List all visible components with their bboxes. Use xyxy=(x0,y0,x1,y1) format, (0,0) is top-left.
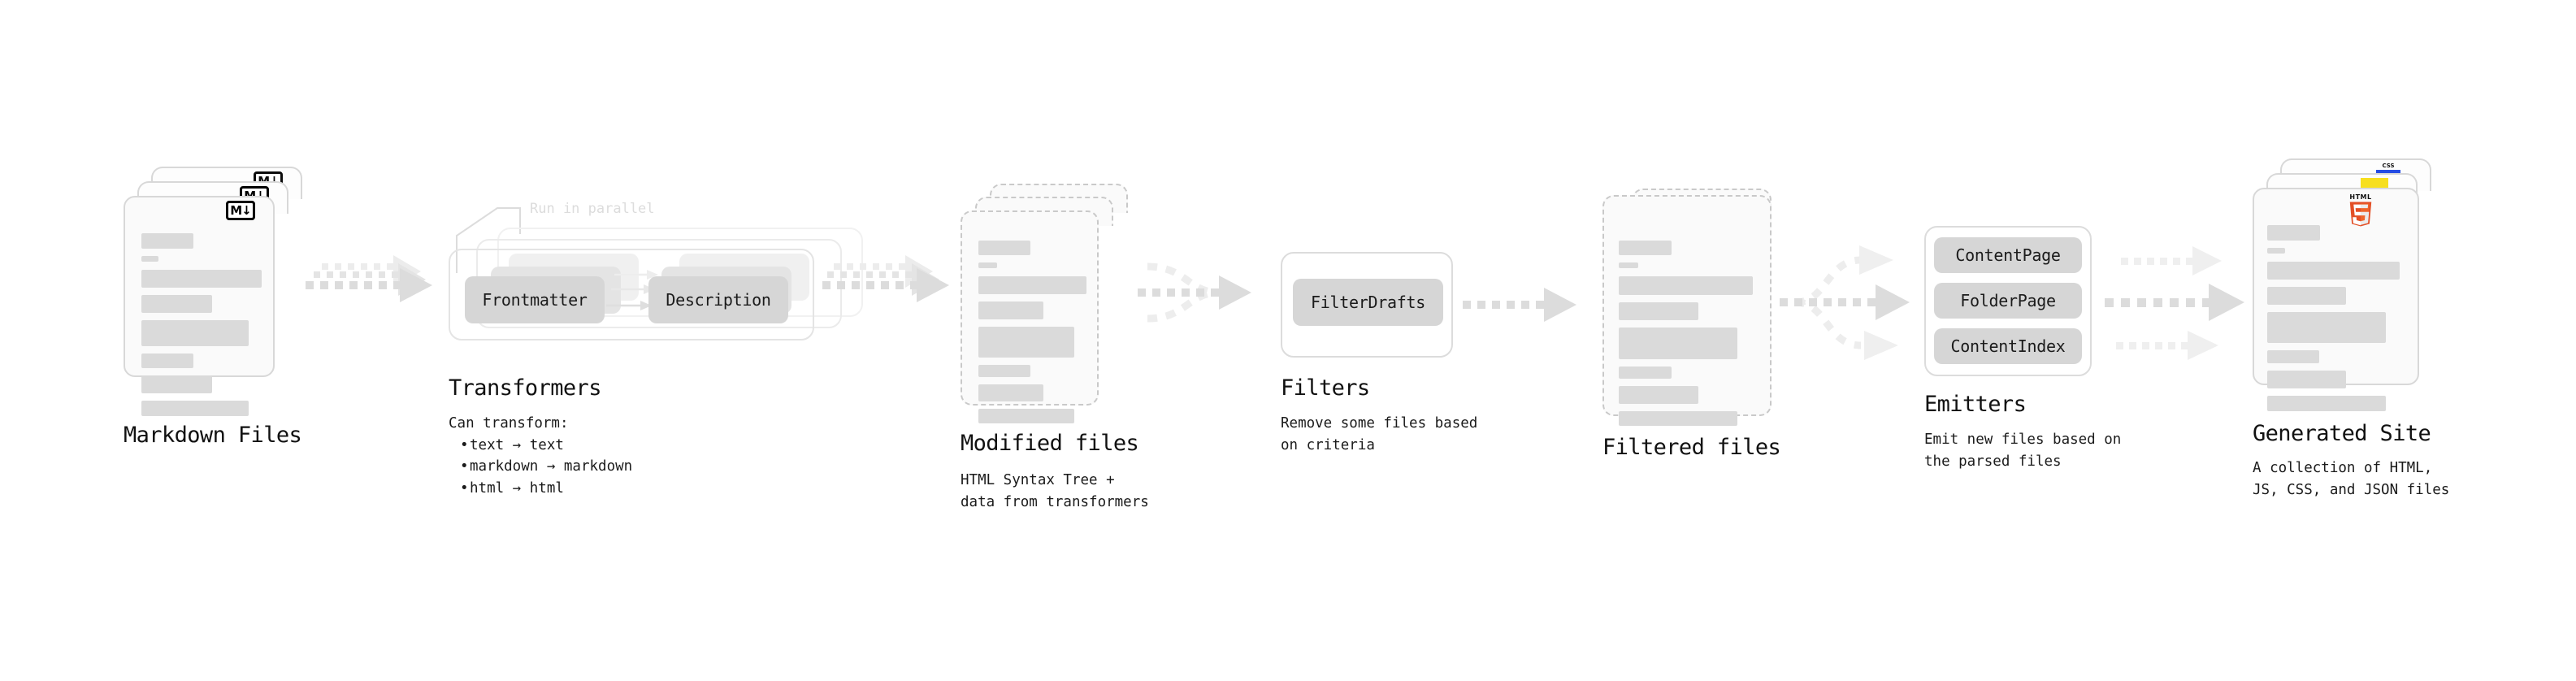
doc-skeleton-lines xyxy=(141,233,263,423)
arrow-filters-to-filtered xyxy=(1463,288,1576,322)
transformer-inner-arrows xyxy=(606,270,658,310)
arrow-modified-to-filters xyxy=(1138,262,1251,323)
modified-files-title: Modified files xyxy=(961,431,1139,456)
markdown-files-title: Markdown Files xyxy=(124,423,302,448)
filtered-files-stack xyxy=(1602,189,1781,428)
filters-subtitle: Remove some files based on criteria xyxy=(1281,415,1478,453)
generated-site-subtitle: A collection of HTML, JS, CSS, and JSON … xyxy=(2253,460,2450,498)
transformer-chip-description[interactable]: Description xyxy=(648,276,788,323)
emitter-chip-contentindex[interactable]: ContentIndex xyxy=(1934,328,2082,364)
transformer-chip-frontmatter[interactable]: Frontmatter xyxy=(465,276,605,323)
emitter-chip-folderpage[interactable]: FolderPage xyxy=(1934,283,2082,319)
transformers-note-head: Can transform: xyxy=(449,415,569,432)
markdown-icon: M↓ xyxy=(226,201,255,220)
filters-title: Filters xyxy=(1281,375,1370,401)
transformers-title: Transformers xyxy=(449,375,601,401)
emitters-title: Emitters xyxy=(1924,392,2027,417)
doc-skeleton-lines xyxy=(1619,241,1765,433)
transformers-note: Can transform: text → text markdown → ma… xyxy=(449,413,632,499)
run-in-parallel-label: Run in parallel xyxy=(530,201,655,217)
arrow-emitters-to-site xyxy=(2105,246,2244,360)
arrow-filtered-to-emitters xyxy=(1780,245,1910,360)
css3-icon: CSS xyxy=(2374,163,2402,175)
generated-site-title: Generated Site xyxy=(2253,421,2431,446)
transformer-panel xyxy=(449,249,814,340)
html5-icon: HTML xyxy=(2347,194,2374,227)
emitters-subtitle: Emit new files based on the parsed files xyxy=(1924,432,2122,470)
transformers-note-item: text → text xyxy=(460,435,632,457)
arrow-transformers-to-modified xyxy=(822,255,949,302)
modified-files-subtitle: HTML Syntax Tree + data from transformer… xyxy=(961,472,1149,510)
filter-chip-filterdrafts[interactable]: FilterDrafts xyxy=(1293,279,1443,326)
arrow-md-to-transformers xyxy=(306,255,432,302)
modified-files-stack xyxy=(961,184,1139,423)
doc-skeleton-lines xyxy=(2267,225,2413,419)
transformers-note-item: html → html xyxy=(460,478,632,500)
filtered-files-title: Filtered files xyxy=(1602,435,1781,460)
markdown-files-stack: M↓ M↓ M↓ xyxy=(124,167,302,416)
run-in-parallel-bracket xyxy=(456,207,521,273)
transformers-note-item: markdown → markdown xyxy=(460,456,632,478)
emitter-chip-contentpage[interactable]: ContentPage xyxy=(1934,237,2082,273)
doc-skeleton-lines xyxy=(978,241,1100,431)
generated-site-stack: CSS HTML xyxy=(2253,158,2439,411)
